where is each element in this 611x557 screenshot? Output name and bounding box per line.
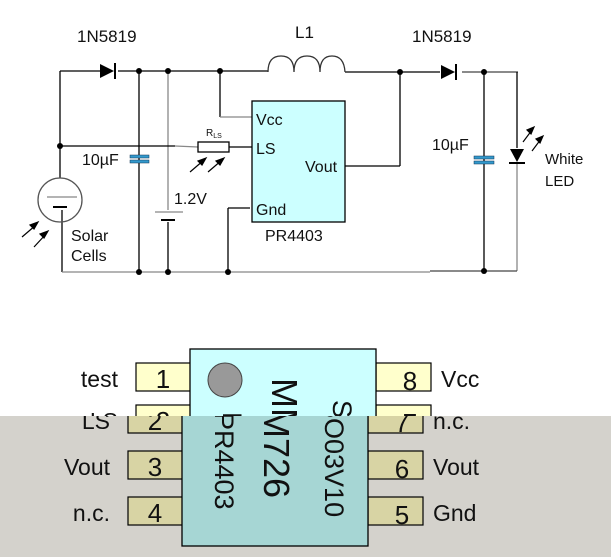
chip-label-pr4403: PR4403 xyxy=(209,416,239,510)
pin-number: 3 xyxy=(148,452,162,482)
pin-5 xyxy=(367,496,424,526)
diode-2-label: 1N5819 xyxy=(412,27,472,46)
led-label: White xyxy=(545,151,583,168)
pin-name: Gnd xyxy=(433,500,476,526)
junctions xyxy=(57,68,487,275)
pin-number: 1 xyxy=(156,364,170,394)
inductor-label: L1 xyxy=(295,23,314,42)
ic-name: PR4403 xyxy=(265,228,323,245)
wire xyxy=(174,145,199,148)
pin-number: 7 xyxy=(395,416,409,438)
solar-cell xyxy=(37,177,83,223)
ic-pin-vout: Vout xyxy=(305,159,338,176)
pin-name: Vout xyxy=(433,454,480,480)
resistor-label: RLS xyxy=(206,128,222,140)
pin-3 xyxy=(127,450,184,480)
pin-1 xyxy=(135,362,192,392)
pin-number: 5 xyxy=(395,500,409,530)
pin-name: test xyxy=(81,366,119,392)
pin-number: 6 xyxy=(395,454,409,484)
pinout-overlay: 1test2LS3Vout4n.c.8Vcc7n.c.6Vout5GndMM72… xyxy=(0,416,611,557)
diode-1 xyxy=(100,64,114,78)
pin-6 xyxy=(367,450,424,480)
pin-name: n.c. xyxy=(73,500,110,526)
led xyxy=(510,149,524,162)
pin-number: 4 xyxy=(148,498,162,528)
cap-1-label: 10µF xyxy=(82,152,119,169)
pin-number: 2 xyxy=(148,416,162,436)
chip-label-so03v10: SO03V10 xyxy=(319,416,349,517)
battery-label: 1.2V xyxy=(174,191,207,208)
inductor-coil xyxy=(267,55,346,73)
pinout-diagram-shifted: 1test2LS3Vout4n.c.8Vcc7n.c.6Vout5GndMM72… xyxy=(64,416,480,547)
svg-text:LED: LED xyxy=(545,173,574,190)
ic-pin-vcc: Vcc xyxy=(256,112,283,129)
resistor xyxy=(197,141,230,153)
pin-name: Vcc xyxy=(441,366,479,392)
pin-name: n.c. xyxy=(433,416,470,434)
diode-2 xyxy=(441,65,455,79)
ic-pin-ls: LS xyxy=(256,141,276,158)
svg-text:Cells: Cells xyxy=(71,248,107,265)
light-arrows xyxy=(21,125,545,248)
ic-pr4403 xyxy=(251,100,346,223)
cap-2-label: 10µF xyxy=(432,137,469,154)
chip-body xyxy=(181,416,369,547)
solar-label: Solar xyxy=(71,228,109,245)
cap-2 xyxy=(473,155,495,160)
pin-name: Vout xyxy=(64,454,111,480)
cap-1 xyxy=(129,154,150,159)
pin-name: LS xyxy=(82,416,110,434)
pin1-marker xyxy=(207,362,243,398)
pin-number: 8 xyxy=(403,366,417,396)
chip-label-mm726: MM726 xyxy=(256,416,297,498)
pin-8 xyxy=(375,362,432,392)
ic-pin-gnd: Gnd xyxy=(256,202,286,219)
diode-1-label: 1N5819 xyxy=(77,27,137,46)
